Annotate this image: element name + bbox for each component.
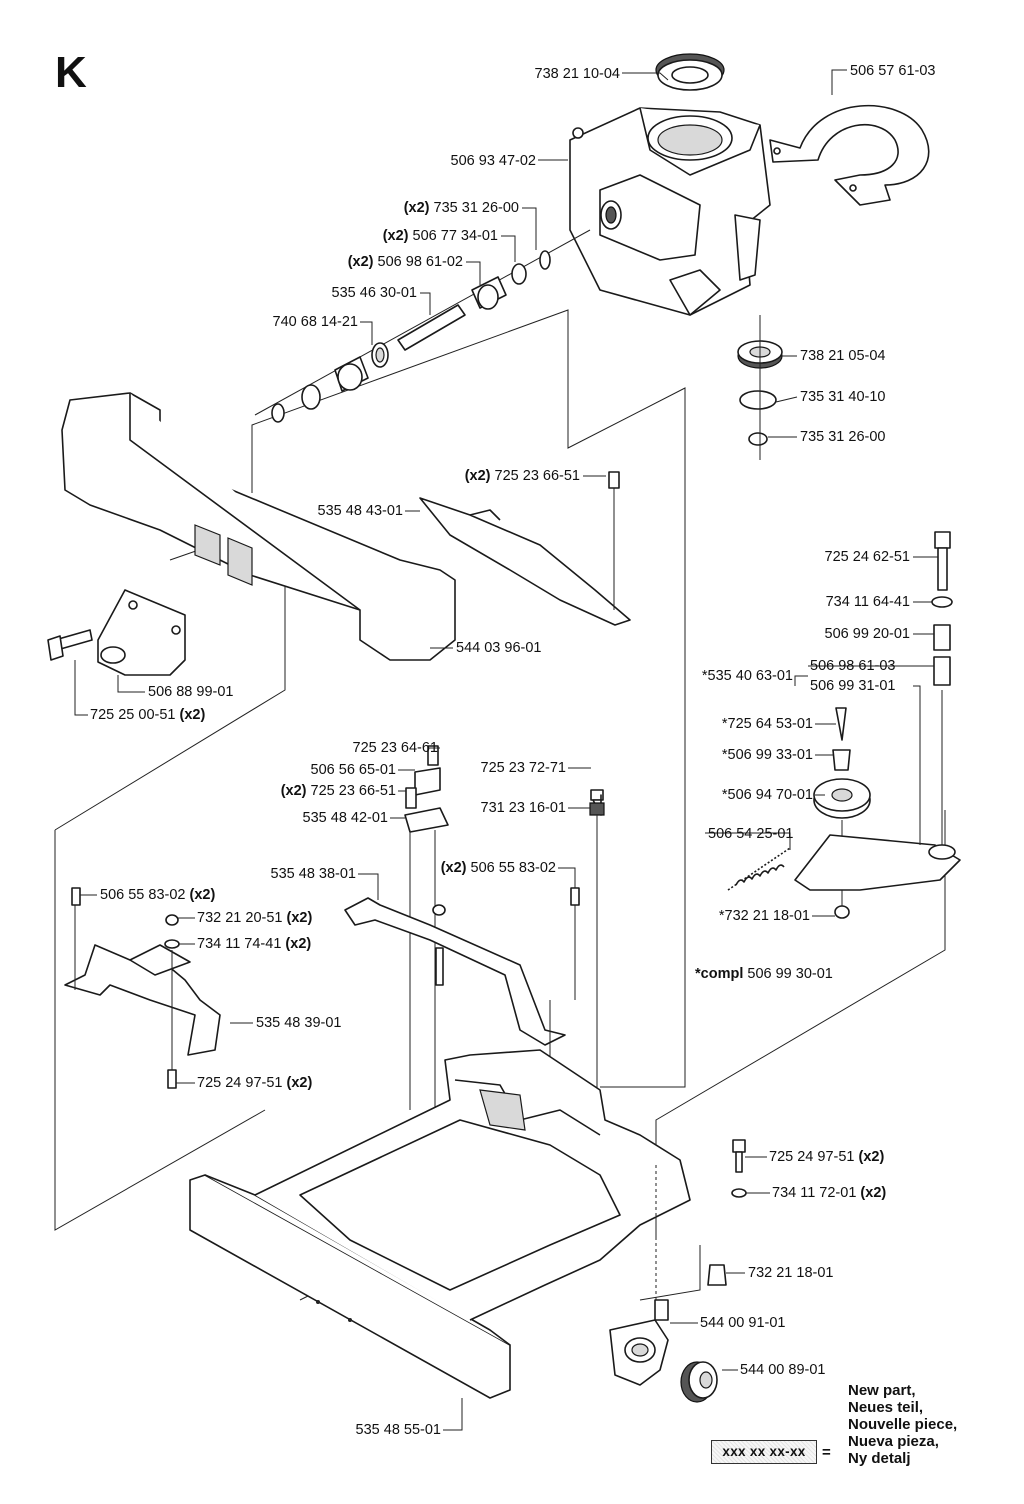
knuckle-housing-part xyxy=(569,107,771,316)
new-part-legend: New part, Neues teil, Nouvelle piece, Nu… xyxy=(848,1382,958,1467)
part-label-506-56-65-01: 506 56 65-01 xyxy=(310,762,396,778)
part-label-725-23-66-51-top: (x2) 725 23 66-51 xyxy=(464,468,580,484)
part-label-506-98-61-03: 506 98 61-03 xyxy=(810,658,896,674)
caster-parts xyxy=(609,1165,727,1403)
part-label-506-88-99-01: 506 88 99-01 xyxy=(148,684,234,700)
section-letter: K xyxy=(55,48,87,97)
part-label-506-55-83-02-right: (x2) 506 55 83-02 xyxy=(440,860,556,876)
part-label-734-11-64-41: 734 11 64-41 xyxy=(825,594,910,610)
part-label-506-77-34-01: (x2) 506 77 34-01 xyxy=(382,228,498,244)
tension-arm-parts xyxy=(727,834,961,919)
part-label-735-31-40-10: 735 31 40-10 xyxy=(800,389,886,405)
part-label-535-48-55-01: 535 48 55-01 xyxy=(355,1422,441,1438)
leader-lines xyxy=(74,69,938,1431)
pivot-stack-parts xyxy=(931,531,953,845)
part-label-535-40-63-01: *535 40 63-01 xyxy=(701,668,793,684)
part-label-506-99-31-01: 506 99 31-01 xyxy=(810,678,896,694)
part-label-544-03-96-01: 544 03 96-01 xyxy=(456,640,542,656)
part-label-735-31-26-00-x2: (x2) 735 31 26-00 xyxy=(403,200,519,216)
part-label-506-99-33-01: *506 99 33-01 xyxy=(721,747,813,763)
part-label-506-99-20-01: 506 99 20-01 xyxy=(824,626,910,642)
part-label-725-24-97-51-right: 725 24 97-51 (x2) xyxy=(769,1149,885,1165)
part-label-535-48-38-01: 535 48 38-01 xyxy=(270,866,356,882)
part-label-732-21-18-01: 732 21 18-01 xyxy=(748,1265,834,1281)
part-label-506-98-61-02: (x2) 506 98 61-02 xyxy=(347,254,463,270)
cover-plate-part xyxy=(419,471,631,626)
part-label-506-54-25-01: 506 54 25-01 xyxy=(708,826,794,842)
new-part-legend-swatch: xxx xx xx-xx xyxy=(711,1440,817,1464)
part-label-506-94-70-01: *506 94 70-01 xyxy=(721,787,813,803)
compl-kit-label: *compl 506 99 30-01 xyxy=(695,966,833,982)
part-label-735-31-26-00: 735 31 26-00 xyxy=(800,429,886,445)
part-label-734-11-72-01: 734 11 72-01 (x2) xyxy=(772,1185,887,1201)
part-label-725-25-00-51: 725 25 00-51 (x2) xyxy=(90,707,206,723)
part-label-732-21-20-51: 732 21 20-51 (x2) xyxy=(197,910,313,926)
part-label-738-21-10-04: 738 21 10-04 xyxy=(534,66,620,82)
right-bolt-parts xyxy=(731,1139,747,1198)
part-label-544-00-89-01: 544 00 89-01 xyxy=(740,1362,826,1378)
lower-bearing-parts xyxy=(737,315,783,460)
part-label-506-57-61-03: 506 57 61-03 xyxy=(850,63,936,79)
part-label-506-93-47-02: 506 93 47-02 xyxy=(450,153,536,169)
idler-pulley-parts xyxy=(813,707,871,910)
part-label-535-48-39-01: 535 48 39-01 xyxy=(256,1015,342,1031)
part-label-506-55-83-02-left: 506 55 83-02 (x2) xyxy=(100,887,216,903)
main-frame-part xyxy=(189,1049,691,1399)
part-label-725-24-62-51: 725 24 62-51 xyxy=(824,549,910,565)
clamp-strap-part xyxy=(769,104,930,206)
part-label-738-21-05-04: 738 21 05-04 xyxy=(800,348,886,364)
left-crossbar-part xyxy=(64,887,221,1089)
mid-crossbar-part xyxy=(344,887,580,1270)
front-bumper-part xyxy=(61,392,456,661)
part-label-544-00-91-01: 544 00 91-01 xyxy=(700,1315,786,1331)
part-label-725-24-97-51-left: 725 24 97-51 (x2) xyxy=(197,1075,313,1091)
part-label-734-11-74-41: 734 11 74-41 (x2) xyxy=(197,936,312,952)
part-label-725-23-66-51-mid: (x2) 725 23 66-51 xyxy=(280,783,396,799)
part-label-732-21-18-01-star: *732 21 18-01 xyxy=(718,908,810,924)
part-label-535-48-42-01: 535 48 42-01 xyxy=(302,810,388,826)
part-label-725-23-64-61: 725 23 64-61 xyxy=(352,740,438,756)
top-bearing-part xyxy=(655,53,725,91)
part-label-725-23-72-71: 725 23 72-71 xyxy=(480,760,566,776)
pin-stack-parts xyxy=(254,229,591,423)
small-bracket-parts xyxy=(404,745,605,1230)
part-label-535-48-43-01: 535 48 43-01 xyxy=(317,503,403,519)
part-label-725-64-53-01: *725 64 53-01 xyxy=(721,716,813,732)
legend-equals-sign: = xyxy=(822,1444,831,1461)
bracket-part xyxy=(47,589,186,676)
part-label-535-46-30-01: 535 46 30-01 xyxy=(331,285,417,301)
part-label-740-68-14-21: 740 68 14-21 xyxy=(272,314,358,330)
part-label-731-23-16-01: 731 23 16-01 xyxy=(480,800,566,816)
